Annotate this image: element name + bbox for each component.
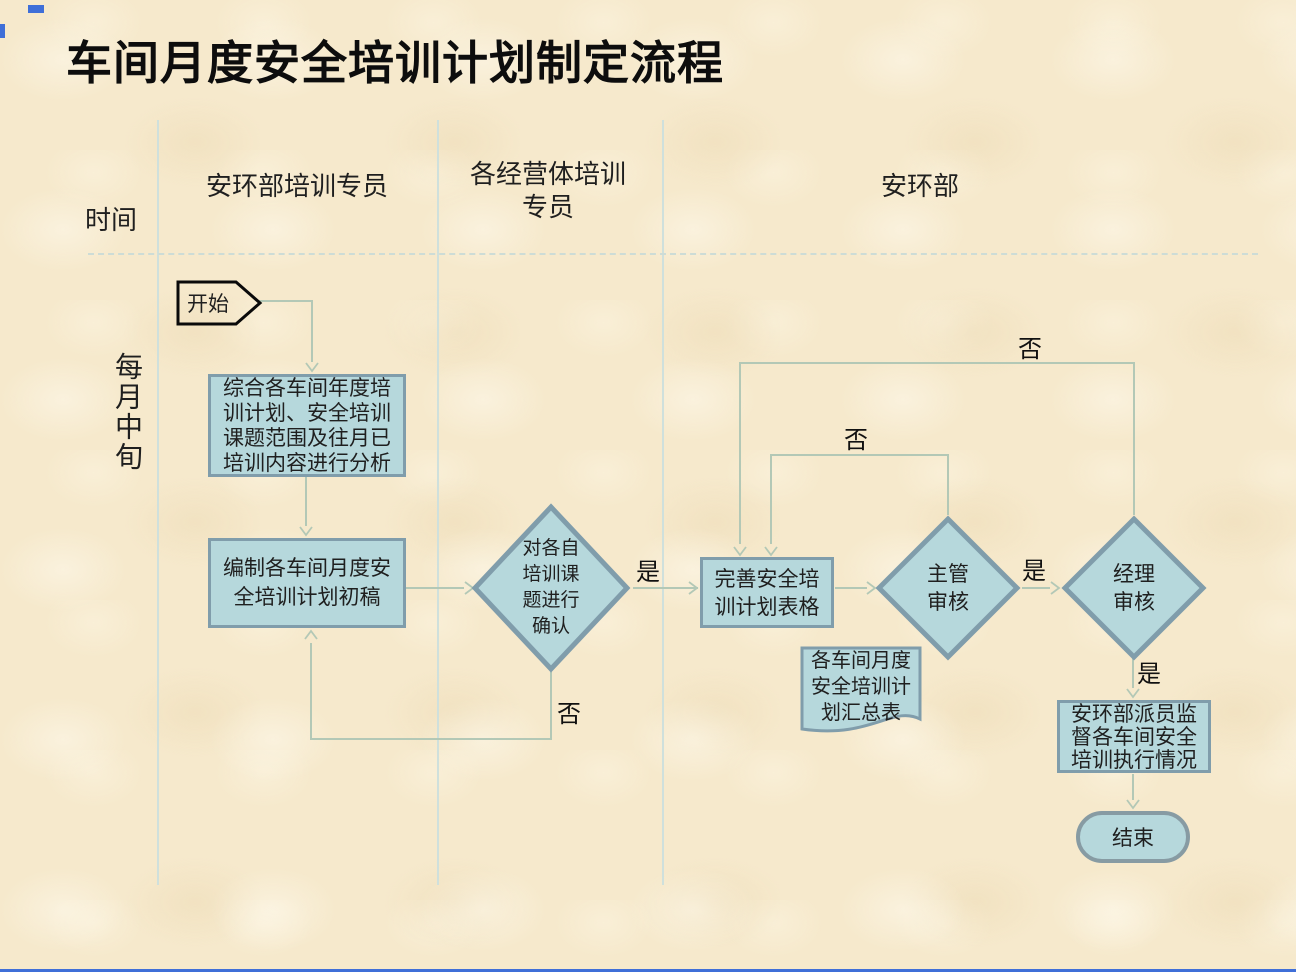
lane-header-time: 时间 — [84, 206, 137, 235]
process-improve[interactable]: 完善安全培 训计划表格 — [700, 557, 834, 628]
lane-header-safety-dept: 安环部 — [880, 172, 959, 201]
slide-bottom-edge-strip — [0, 969, 1296, 972]
slide-topleft-artifact — [28, 5, 44, 13]
arrowhead-into-improve-top2 — [763, 545, 779, 557]
end-node[interactable]: 结束 — [1076, 811, 1190, 863]
arrowhead-into-draft-top — [298, 525, 314, 537]
edge-label-manager-yes: 是 — [1137, 662, 1161, 688]
lane-header-training-specialist: 安环部培训专员 — [205, 172, 388, 201]
connector-no-loop1-h — [310, 738, 552, 740]
connector-supervisor-manager — [1022, 587, 1050, 589]
arrowhead-into-improve-left — [687, 580, 699, 596]
arrowhead-into-draft-bottom — [303, 629, 319, 641]
arrowhead-into-improve-top1 — [732, 545, 748, 557]
edge-label-manager-no: 否 — [1018, 337, 1042, 363]
decision-confirm-shape[interactable] — [470, 502, 632, 674]
connector-supervise-end — [1132, 774, 1134, 800]
row-label-mid-month: 每月中旬 — [111, 352, 142, 472]
connector-improve-supervisor — [835, 587, 867, 589]
connector-no-loop1-v1 — [550, 672, 552, 740]
time-row-dashed-divider — [88, 253, 1258, 255]
edge-label-supervisor-no: 否 — [844, 428, 868, 454]
connector-no-loop3-v1 — [1133, 363, 1135, 515]
document-summary-shape[interactable] — [798, 645, 924, 743]
connector-no-loop2-h — [770, 454, 949, 456]
arrowhead-into-supervise — [1125, 687, 1141, 699]
connector-draft-confirm — [406, 587, 464, 589]
connector-start-v — [311, 300, 313, 362]
lane-divider-1 — [157, 120, 159, 885]
slide-left-artifact — [0, 24, 5, 38]
lane-header-unit-specialist: 各经营体培训 专员 — [469, 160, 626, 222]
arrowhead-into-end — [1125, 798, 1141, 810]
connector-analyze-draft — [305, 477, 307, 526]
process-draft[interactable]: 编制各车间月度安 全培训计划初稿 — [208, 538, 406, 628]
lane-divider-2 — [437, 120, 439, 885]
decision-supervisor-shape[interactable] — [874, 514, 1022, 662]
process-supervise[interactable]: 安环部派员监 督各车间安全 培训执行情况 — [1057, 700, 1211, 773]
connector-no-loop1-v2 — [310, 643, 312, 740]
connector-no-loop3-v2 — [739, 362, 741, 544]
connector-start-h — [258, 300, 313, 302]
arrowhead-into-manager — [1049, 580, 1061, 596]
lane-divider-3 — [662, 120, 664, 885]
edge-label-supervisor-yes: 是 — [1022, 559, 1046, 585]
connector-no-loop2-v2 — [770, 454, 772, 544]
connector-manager-supervise — [1132, 658, 1134, 688]
connector-confirm-improve — [633, 587, 698, 589]
connector-no-loop2-v1 — [947, 455, 949, 515]
arrowhead-into-analyze — [304, 361, 320, 373]
process-analyze[interactable]: 综合各车间年度培 训计划、安全培训 课题范围及往月已 培训内容进行分析 — [208, 374, 406, 477]
start-node-shape[interactable] — [176, 280, 263, 326]
edge-label-confirm-no: 否 — [557, 702, 581, 728]
connector-no-loop3-h — [739, 362, 1135, 364]
arrowhead-into-supervisor — [865, 580, 877, 596]
page-title: 车间月度安全培训计划制定流程 — [66, 37, 724, 89]
edge-label-confirm-yes: 是 — [636, 560, 660, 586]
decision-manager-shape[interactable] — [1060, 514, 1208, 662]
